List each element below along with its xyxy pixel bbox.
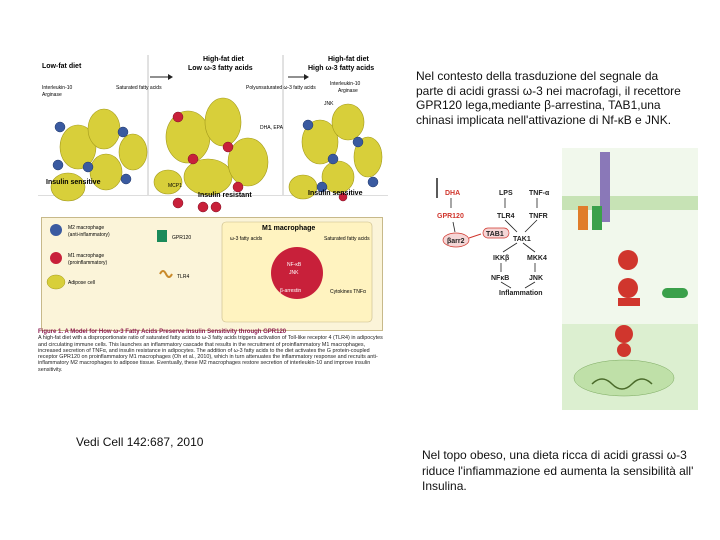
pathway-tnfa: TNF-α	[529, 190, 550, 197]
caption-title: Figure 1. A Model for How ω-3 Fatty Acid…	[38, 329, 287, 335]
jnk-top-label: JNK	[324, 101, 334, 107]
panel-high-fat-low-sub: Low ω-3 fatty acids	[188, 65, 253, 72]
mcp1-label: MCP1	[168, 183, 182, 189]
polyunsaturated-label: Polyunsaturated ω-3 fatty acids	[246, 85, 316, 91]
conclusion-text: Nel topo obeso, una dieta ricca di acidi…	[422, 448, 694, 493]
pathway-tab1: TAB1	[486, 231, 504, 238]
legend-illustration: M2 macrophage (anti-inflammatory) M1 mac…	[46, 221, 373, 323]
figure-legend-box: M2 macrophage (anti-inflammatory) M1 mac…	[41, 217, 383, 331]
figure-omega3-model: Low-fat diet High-fat diet Low ω-3 fatty…	[38, 47, 388, 409]
omega3-box: ω-3 fatty acids	[230, 236, 263, 242]
pathway-tlr4: TLR4	[497, 213, 515, 220]
legend-adipose: Adipose cell	[68, 280, 95, 286]
jnk-box: JNK	[289, 270, 299, 276]
pathway-tak1: TAK1	[513, 236, 531, 243]
gpr120-icon	[157, 230, 167, 242]
nfkb-box: NF-κB	[287, 262, 302, 268]
panel-high-fat-low-label: High-fat diet	[203, 56, 244, 63]
citation-text: Vedi Cell 142:687, 2010	[76, 435, 204, 449]
saturated-fa-label: Saturated fatty acids	[116, 85, 162, 91]
pathway-inflammation: Inflammation	[499, 290, 543, 297]
pathway-dha: DHA	[445, 190, 460, 197]
pathway-tnfr: TNFR	[529, 213, 548, 220]
insulin-sensitive-right: Insulin sensitive	[308, 190, 363, 197]
pathway-nfkb: NFκB	[491, 275, 509, 282]
pathway-gpr120: GPR120	[437, 213, 464, 220]
insulin-sensitive-left: Insulin sensitive	[46, 179, 101, 186]
pathway-diagram: DHA GPR120 βarr2 TAB1 LPS TNF-α TLR4 TNF…	[431, 178, 551, 298]
interleukin-left: Interleukin-10	[42, 85, 73, 91]
pathway-ikkb: IKKβ	[493, 255, 510, 262]
figure-diet-panels: Low-fat diet High-fat diet Low ω-3 fatty…	[38, 47, 388, 213]
pathway-barr2: βarr2	[447, 238, 465, 245]
membrane-signaling-diagram	[562, 148, 698, 410]
pathway-jnk: JNK	[529, 275, 543, 282]
interleukin-right: Interleukin-10	[330, 81, 361, 87]
pathway-lps: LPS	[499, 190, 513, 197]
legend-tlr4: TLR4	[177, 274, 189, 280]
tlr4-icon	[159, 270, 173, 278]
panel-high-fat-high-label: High-fat diet	[328, 56, 369, 63]
legend-m1: M1 macrophage	[68, 253, 104, 259]
legend-gpr120: GPR120	[172, 235, 191, 241]
saturated-box: Saturated fatty acids	[324, 236, 370, 242]
panel-high-fat-high-sub: High ω-3 fatty acids	[308, 65, 374, 72]
barrestin-box: β-arrestin	[280, 288, 301, 294]
dha-epa-label: DHA, EPA	[260, 125, 284, 131]
arginase-left: Arginase	[42, 92, 62, 98]
legend-m2: M2 macrophage	[68, 225, 104, 231]
legend-m2-sub: (anti-inflammatory)	[68, 232, 110, 238]
m1-box-title: M1 macrophage	[262, 225, 315, 232]
diet-illustration: Low-fat diet High-fat diet Low ω-3 fatty…	[42, 55, 383, 213]
pathway-mkk4: MKK4	[527, 255, 547, 262]
cytokines-box: Cytokines TNFα	[330, 289, 366, 295]
description-text: Nel contesto della trasduzione del segna…	[416, 69, 681, 127]
insulin-resistant-label: Insulin resistant	[198, 192, 252, 199]
caption-body: A high-fat diet with a disproportionate …	[38, 335, 383, 373]
arginase-right: Arginase	[338, 88, 358, 94]
legend-m1-sub: (proinflammatory)	[68, 260, 108, 266]
figure-caption: Figure 1. A Model for How ω-3 Fatty Acid…	[38, 329, 388, 373]
panel-low-fat-label: Low-fat diet	[42, 63, 82, 70]
